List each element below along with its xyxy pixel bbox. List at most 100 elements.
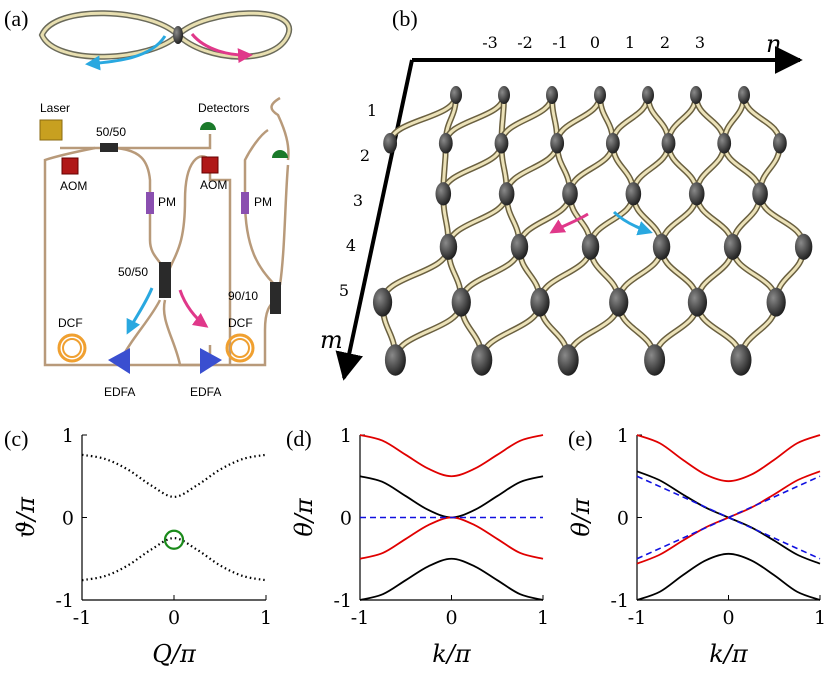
panel-a: (a) Laser 50/50: [4, 6, 293, 399]
series-line-red: [359, 516, 544, 560]
m-axis-label: m: [320, 326, 343, 354]
m-tick-label: 1: [367, 101, 377, 120]
magenta-arrow: [190, 33, 253, 64]
lattice-node: [557, 344, 579, 376]
n-axis-label: n: [766, 30, 781, 58]
dcf-right: [225, 333, 255, 363]
coupler-center-label: 50/50: [118, 265, 148, 279]
lattice-network: [372, 86, 813, 376]
lattice-node: [690, 86, 702, 104]
lattice-node: [661, 132, 676, 154]
panel-label: (d): [286, 426, 312, 451]
lattice-node: [498, 182, 515, 206]
pm-left: [146, 192, 154, 214]
lattice-node: [752, 182, 768, 206]
m-axis-arrow: [335, 59, 414, 381]
coupler-left-label: 50/50: [96, 125, 126, 139]
lattice-node: [794, 233, 813, 260]
series-line-red: [359, 434, 544, 478]
m-tick-label: 5: [339, 281, 349, 300]
series-line-dashed-blue: [636, 475, 821, 560]
lattice-node: [450, 86, 462, 104]
y-axis-label: θ/π: [290, 497, 318, 537]
lattice-blue-arrow: [612, 210, 653, 236]
y-tick-label: -1: [610, 590, 629, 612]
edfa-right: [200, 348, 222, 374]
lattice-node: [772, 132, 787, 154]
x-tick-label: -1: [351, 607, 370, 629]
lattice-node: [642, 86, 654, 104]
m-tick-label: 3: [353, 191, 363, 210]
panel-label-b: (b): [392, 6, 418, 31]
blue-arrow: [85, 35, 167, 71]
x-tick-label: 0: [445, 607, 457, 629]
y-tick-label: -1: [55, 590, 74, 612]
x-axis-label: k/π: [709, 640, 749, 668]
n-tick-label: 3: [695, 33, 705, 52]
series-line-red: [636, 434, 821, 483]
lattice-node: [471, 344, 493, 376]
blue-arrow-setup: [126, 287, 154, 335]
x-tick-label: 1: [537, 607, 549, 629]
series-line-black: [636, 552, 821, 601]
lattice-node: [738, 86, 750, 104]
n-tick-label: -3: [482, 33, 498, 52]
lattice-node: [550, 132, 565, 154]
lattice-node: [605, 132, 620, 154]
lattice-node: [766, 287, 786, 317]
coupler-right-label: 90/10: [228, 289, 258, 303]
coupler-50-50-top: [100, 143, 118, 152]
band-structure-plots: (c) -1 0 1 -1 0 1Q/π ϑ/π (d) -1 0 1 -1 0 1 k/π θ/π (e) -1 0…: [4, 425, 826, 668]
y-axis-label: ϑ/π: [12, 496, 40, 538]
y-axis-label: θ/π: [567, 497, 595, 537]
aom-right-label: AOM: [200, 178, 227, 192]
lattice-node: [652, 233, 671, 260]
coupler-90-10: [270, 282, 281, 314]
lattice-node: [730, 344, 752, 376]
y-tick-label: 0: [340, 508, 352, 530]
lattice-node: [687, 287, 708, 317]
y-tick-label: -1: [333, 590, 352, 612]
y-tick-label: 1: [340, 425, 352, 447]
m-tick-label: 4: [346, 236, 356, 255]
lattice-node: [435, 182, 452, 206]
y-tick-label: 0: [62, 508, 74, 530]
lattice-magenta-arrow: [549, 212, 589, 234]
n-tick-label: 0: [590, 33, 600, 52]
x-tick-label: 0: [168, 607, 180, 629]
aom-left-label: AOM: [60, 179, 87, 193]
series-line-black: [359, 475, 544, 519]
edfa-left-label: EDFA: [104, 385, 135, 399]
x-tick-label: -1: [628, 607, 647, 629]
lattice-node: [439, 233, 458, 260]
y-tick-label: 1: [62, 425, 74, 447]
panel-label: (e): [568, 426, 592, 451]
x-axis-label: Q/π: [152, 640, 197, 668]
dcf-left: [57, 333, 87, 363]
lattice-node: [562, 182, 578, 206]
lattice-node: [546, 86, 558, 104]
n-tick-label: -1: [552, 33, 568, 52]
y-tick-label: 1: [617, 425, 629, 447]
coupler-50-50-center: [159, 262, 171, 298]
lattice-node: [581, 233, 600, 260]
laser-box: [39, 119, 63, 141]
y-tick-label: 0: [617, 508, 629, 530]
panel-label: (c): [4, 426, 28, 451]
n-tick-label: -2: [517, 33, 533, 52]
series-line-dotted-black: [81, 537, 267, 582]
edfa-right-label: EDFA: [190, 385, 221, 399]
detectors-label: Detectors: [198, 101, 249, 115]
magenta-arrow-setup: [178, 289, 209, 328]
detector-right: [272, 150, 288, 158]
x-tick-label: 0: [722, 607, 734, 629]
n-tick-label: 2: [660, 33, 670, 52]
pm-left-label: PM: [158, 195, 176, 209]
lattice-node: [494, 132, 509, 154]
highlight-circle: [163, 529, 185, 550]
lattice-node: [594, 86, 606, 104]
